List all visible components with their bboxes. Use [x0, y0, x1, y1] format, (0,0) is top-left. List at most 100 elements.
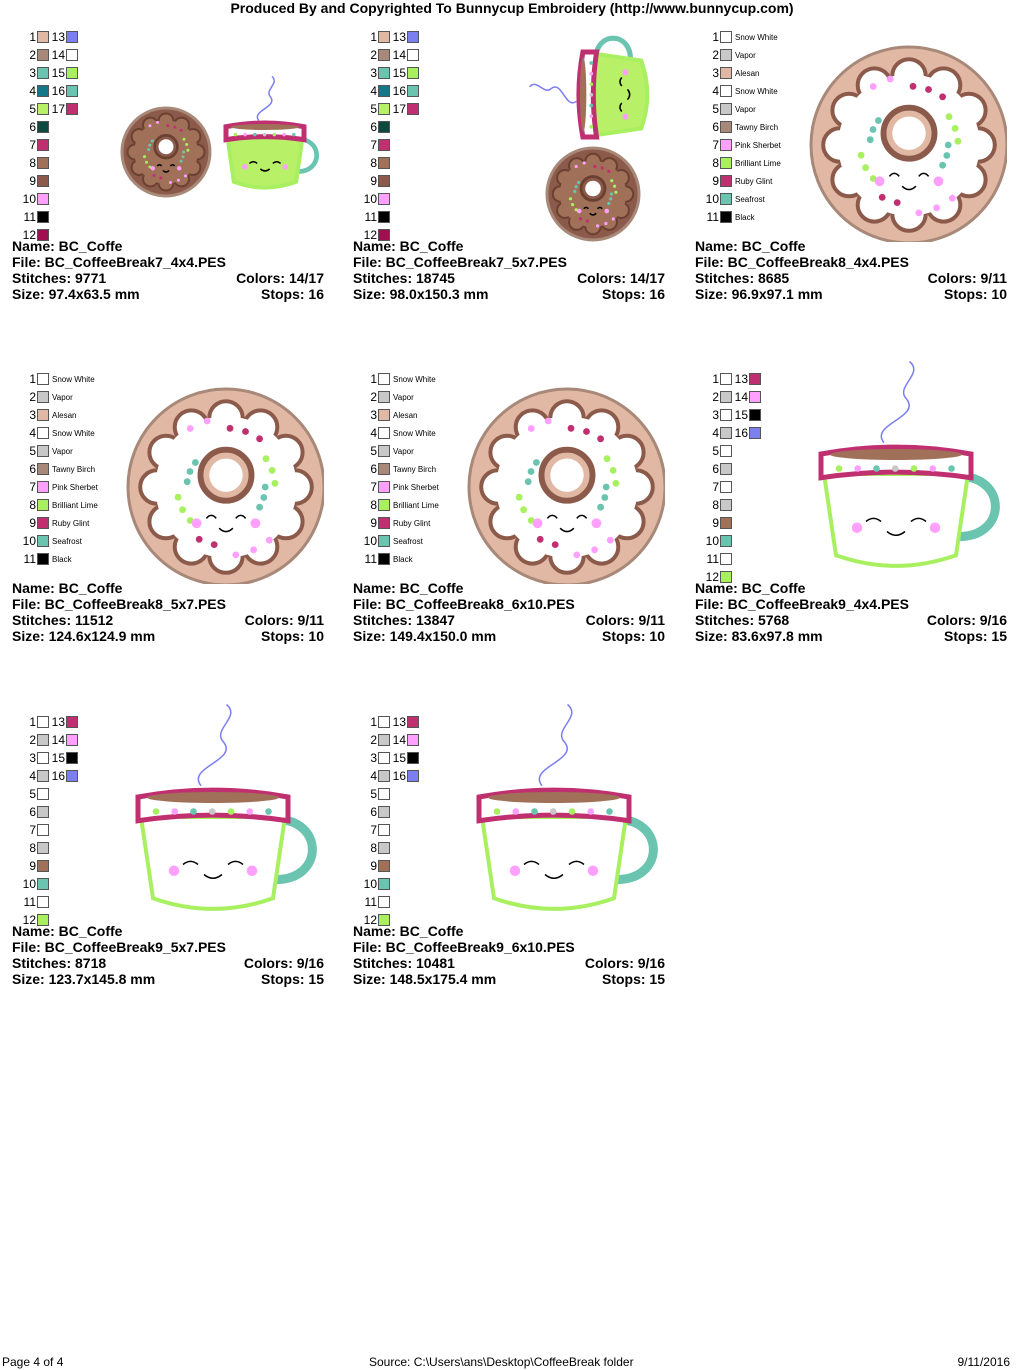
swatch-row: 10: [16, 190, 106, 208]
swatch-number: 1: [29, 30, 36, 44]
swatch-number: 16: [392, 84, 406, 98]
color-swatch: [378, 31, 390, 43]
color-swatch: [378, 445, 390, 457]
color-swatch: [378, 788, 390, 800]
swatch-number: 3: [29, 751, 36, 765]
swatch-number: 12: [22, 228, 36, 242]
thread-name: Seafrost: [52, 536, 82, 546]
cup-embroidery-image: [445, 697, 665, 927]
donut-and-cup-embroidery-image: [104, 12, 324, 242]
swatch-row: 6: [16, 803, 106, 821]
color-count: Colors: 14/17: [577, 270, 665, 286]
design-name: Name: BC_Coffe: [12, 238, 123, 254]
swatch-number: 4: [29, 769, 36, 783]
color-swatch: [66, 103, 78, 115]
color-swatch: [37, 878, 49, 890]
thread-name: Vapor: [393, 392, 414, 402]
swatch-number: 5: [712, 102, 719, 116]
swatch-row: 10: [699, 532, 789, 550]
swatch-number: 12: [705, 570, 719, 584]
color-swatch: [378, 193, 390, 205]
swatch-number: 1: [712, 30, 719, 44]
swatch-number: 5: [29, 444, 36, 458]
color-swatch: [378, 427, 390, 439]
color-swatch: [720, 67, 732, 79]
thread-name: Snow White: [735, 86, 778, 96]
swatch-row: 9: [357, 172, 447, 190]
swatch-number: 16: [51, 769, 65, 783]
swatch-number: 10: [705, 534, 719, 548]
thread-name: Snow White: [735, 32, 778, 42]
swatch-number: 8: [370, 498, 377, 512]
color-swatch: [378, 752, 390, 764]
swatch-number: 11: [23, 210, 36, 224]
swatch-number: 16: [734, 426, 748, 440]
color-swatch: [749, 427, 761, 439]
swatch-number: 8: [712, 498, 719, 512]
design-size: Size: 83.6x97.8 mm: [695, 628, 823, 644]
swatch-number: 9: [712, 516, 719, 530]
color-swatch: [720, 49, 732, 61]
color-swatch: [378, 211, 390, 223]
color-swatch: [37, 67, 49, 79]
swatch-number: 6: [29, 120, 36, 134]
thread-name: Snow White: [52, 428, 95, 438]
color-swatch: [37, 716, 49, 728]
color-swatch: [378, 716, 390, 728]
swatch-row: 11: [357, 208, 447, 226]
color-count: Colors: 9/16: [926, 612, 1007, 628]
color-count: Colors: 9/11: [585, 612, 665, 628]
color-count: Colors: 9/11: [244, 612, 324, 628]
color-swatch: [378, 553, 390, 565]
color-swatch: [720, 175, 732, 187]
cup-over-donut-embroidery-image: [445, 12, 665, 242]
color-swatch: [37, 85, 49, 97]
swatch-number: 5: [712, 444, 719, 458]
color-swatch: [378, 67, 390, 79]
swatch-number: 4: [29, 426, 36, 440]
color-swatch: [66, 752, 78, 764]
donut-embroidery-image: [445, 354, 667, 587]
swatch-number: 1: [370, 30, 377, 44]
color-swatch: [37, 49, 49, 61]
swatch-row: 6: [16, 118, 106, 136]
color-swatch: [378, 535, 390, 547]
color-swatch: [378, 734, 390, 746]
thread-name: Brilliant Lime: [393, 500, 439, 510]
color-swatch: [378, 157, 390, 169]
thread-name: Vapor: [735, 50, 756, 60]
design-file: File: BC_CoffeeBreak7_5x7.PES: [353, 254, 567, 270]
color-swatch: [37, 139, 49, 151]
swatch-row: 4 16: [16, 767, 106, 785]
thread-name: Ruby Glint: [735, 176, 773, 186]
color-swatch: [37, 31, 49, 43]
design-file: File: BC_CoffeeBreak9_4x4.PES: [695, 596, 909, 612]
swatch-number: 12: [363, 913, 377, 927]
stitch-count: Stitches: 5768: [695, 612, 790, 628]
swatch-row: 1 Snow White: [699, 28, 789, 46]
color-swatch: [720, 481, 732, 493]
color-swatch: [378, 49, 390, 61]
design-name: Name: BC_Coffe: [353, 580, 464, 596]
color-swatch: [378, 373, 390, 385]
